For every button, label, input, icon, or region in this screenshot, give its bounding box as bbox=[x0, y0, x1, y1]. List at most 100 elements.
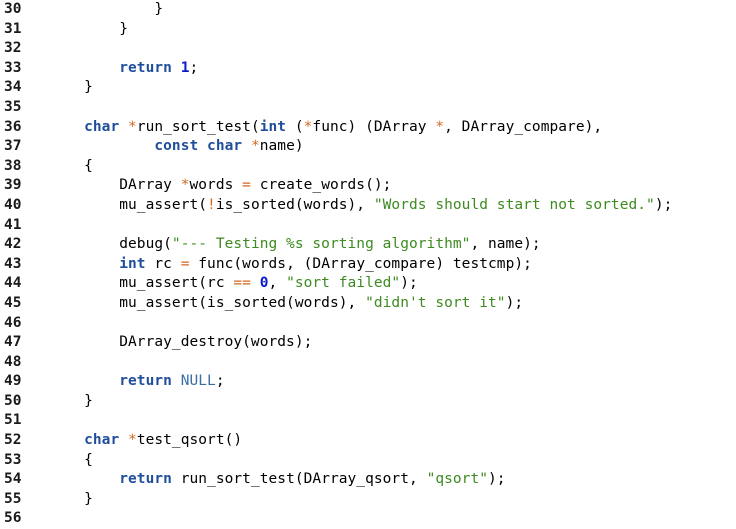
code-line[interactable]: 33 return 1; bbox=[0, 59, 736, 79]
code-token-plain: } bbox=[49, 79, 93, 96]
code-token-plain bbox=[172, 373, 181, 389]
line-content[interactable]: int rc = func(words, (DArray_compare) te… bbox=[38, 255, 736, 275]
code-line[interactable]: 54 return run_sort_test(DArray_qsort, "q… bbox=[0, 470, 736, 490]
code-token-type: char bbox=[84, 432, 120, 449]
code-token-type: char bbox=[207, 138, 243, 155]
line-content[interactable]: DArray *words = create_words(); bbox=[38, 176, 736, 196]
line-content[interactable]: return NULL; bbox=[38, 372, 736, 392]
code-token-string: "sort failed" bbox=[286, 275, 401, 292]
code-token-plain bbox=[119, 432, 128, 448]
code-token-plain bbox=[49, 119, 84, 135]
code-token-plain: mu_assert( bbox=[49, 196, 208, 213]
code-line[interactable]: 50 } bbox=[0, 392, 736, 412]
line-number: 37 bbox=[4, 138, 22, 155]
line-content[interactable]: { bbox=[38, 451, 736, 471]
code-token-plain bbox=[251, 275, 260, 291]
line-number: 47 bbox=[4, 334, 22, 351]
code-token-type: int bbox=[259, 118, 287, 135]
line-number: 52 bbox=[4, 432, 22, 449]
code-token-plain: mu_assert(rc bbox=[49, 275, 234, 292]
code-token-plain: ; bbox=[215, 373, 225, 390]
line-content[interactable]: return run_sort_test(DArray_qsort, "qsor… bbox=[38, 470, 736, 490]
code-token-operator: * bbox=[303, 118, 313, 135]
code-line[interactable]: 45 mu_assert(is_sorted(words), "didn't s… bbox=[0, 294, 736, 314]
line-content[interactable]: } bbox=[38, 490, 736, 510]
code-line[interactable]: 44 mu_assert(rc == 0, "sort failed"); bbox=[0, 274, 736, 294]
code-line[interactable]: 35 bbox=[0, 98, 736, 118]
code-token-plain bbox=[119, 119, 128, 135]
code-line[interactable]: 41 bbox=[0, 216, 736, 236]
code-line[interactable]: 38 { bbox=[0, 157, 736, 177]
code-token-operator: * bbox=[128, 432, 137, 449]
code-token-operator: * bbox=[180, 177, 190, 194]
line-number: 33 bbox=[4, 59, 22, 76]
code-token-plain: create_words(); bbox=[250, 177, 392, 194]
line-content[interactable]: DArray_destroy(words); bbox=[38, 333, 736, 353]
line-content[interactable]: } bbox=[38, 20, 736, 40]
code-line[interactable]: 51 bbox=[0, 411, 736, 431]
code-line[interactable]: 49 return NULL; bbox=[0, 372, 736, 392]
code-token-string: "--- Testing %s sorting algorithm" bbox=[171, 236, 471, 253]
code-token-plain: rc bbox=[145, 255, 181, 272]
code-token-plain: ); bbox=[505, 294, 524, 311]
code-token-plain bbox=[198, 138, 207, 154]
code-token-operator: * bbox=[435, 118, 445, 135]
code-line[interactable]: 46 bbox=[0, 314, 736, 334]
line-content[interactable]: } bbox=[38, 78, 736, 98]
line-content[interactable]: } bbox=[38, 0, 736, 20]
code-line[interactable]: 42 debug("--- Testing %s sorting algorit… bbox=[0, 235, 736, 255]
line-number: 31 bbox=[4, 20, 22, 37]
code-token-plain: } bbox=[49, 1, 164, 17]
code-token-plain: mu_assert(is_sorted(words), bbox=[49, 294, 366, 311]
code-line[interactable]: 34 } bbox=[0, 78, 736, 98]
code-token-constant: NULL bbox=[180, 373, 216, 390]
code-token-type: int bbox=[119, 255, 146, 272]
code-line[interactable]: 56 bbox=[0, 509, 736, 529]
code-line[interactable]: 43 int rc = func(words, (DArray_compare)… bbox=[0, 255, 736, 275]
code-line[interactable]: 55 } bbox=[0, 490, 736, 510]
line-content[interactable]: { bbox=[38, 157, 736, 177]
line-number: 49 bbox=[4, 373, 22, 390]
code-token-keyword: const bbox=[154, 138, 199, 155]
line-content[interactable]: const char *name) bbox=[38, 137, 736, 157]
line-content[interactable]: debug("--- Testing %s sorting algorithm"… bbox=[38, 235, 736, 255]
code-token-operator: = bbox=[180, 255, 190, 272]
code-line[interactable]: 32 bbox=[0, 39, 736, 59]
code-token-plain: { bbox=[49, 157, 93, 174]
line-content[interactable]: return 1; bbox=[38, 59, 736, 79]
code-token-plain bbox=[242, 138, 251, 154]
code-line[interactable]: 36 char *run_sort_test(int (*func) (DArr… bbox=[0, 118, 736, 138]
code-line[interactable]: 31 } bbox=[0, 20, 736, 40]
code-token-operator: * bbox=[250, 138, 260, 155]
code-token-plain bbox=[49, 471, 119, 487]
line-content[interactable]: mu_assert(!is_sorted(words), "Words shou… bbox=[38, 196, 736, 216]
code-line[interactable]: 48 bbox=[0, 353, 736, 373]
line-number: 30 bbox=[4, 1, 22, 17]
code-token-plain: DArray_destroy(words); bbox=[49, 334, 313, 351]
line-number: 51 bbox=[4, 412, 22, 429]
line-number: 50 bbox=[4, 392, 22, 409]
code-token-plain: run_sort_test(DArray_qsort, bbox=[171, 471, 427, 488]
line-content[interactable]: mu_assert(rc == 0, "sort failed"); bbox=[38, 274, 736, 294]
code-token-operator: = bbox=[242, 177, 251, 194]
code-line[interactable]: 52 char *test_qsort() bbox=[0, 431, 736, 451]
code-line[interactable]: 39 DArray *words = create_words(); bbox=[0, 176, 736, 196]
code-line[interactable]: 47 DArray_destroy(words); bbox=[0, 333, 736, 353]
code-line[interactable]: 37 const char *name) bbox=[0, 137, 736, 157]
code-token-plain: , bbox=[268, 275, 287, 292]
code-line[interactable]: 40 mu_assert(!is_sorted(words), "Words s… bbox=[0, 196, 736, 216]
line-content[interactable]: char *run_sort_test(int (*func) (DArray … bbox=[38, 118, 736, 138]
line-number: 39 bbox=[4, 177, 22, 194]
line-content[interactable]: char *test_qsort() bbox=[38, 431, 736, 451]
code-token-string: "qsort" bbox=[426, 471, 489, 488]
code-line[interactable]: 53 { bbox=[0, 451, 736, 471]
line-content[interactable]: mu_assert(is_sorted(words), "didn't sort… bbox=[38, 294, 736, 314]
code-line[interactable]: 30 } bbox=[0, 0, 736, 20]
line-content[interactable]: } bbox=[38, 392, 736, 412]
line-number: 46 bbox=[4, 314, 22, 331]
code-token-plain: test_qsort() bbox=[136, 432, 243, 449]
code-token-plain: name) bbox=[259, 138, 304, 155]
code-token-plain: ); bbox=[400, 275, 418, 292]
